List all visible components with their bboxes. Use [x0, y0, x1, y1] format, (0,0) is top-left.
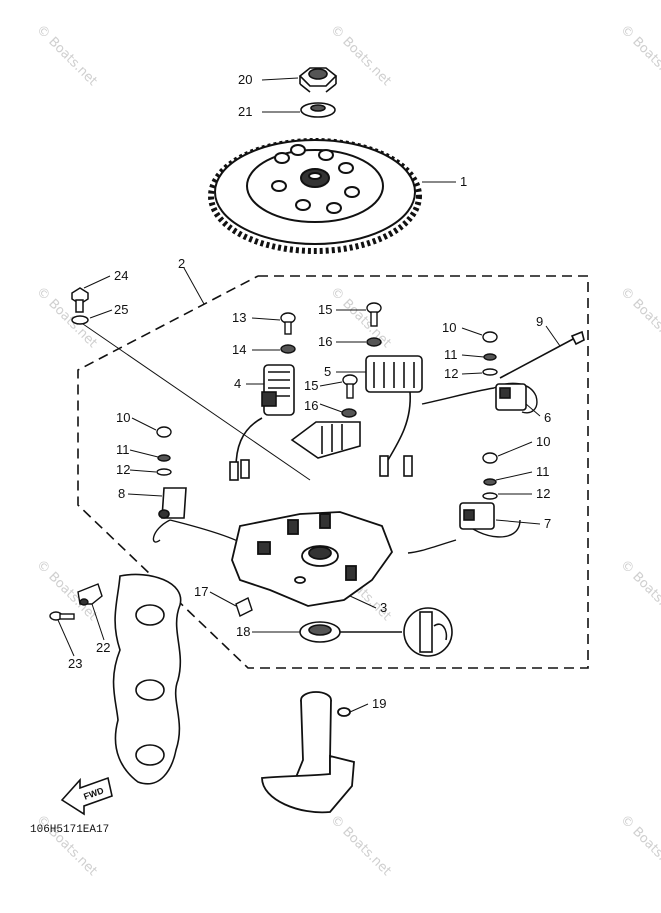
callout-19[interactable]: 19 — [372, 696, 386, 711]
watermark: © Boats.net — [327, 22, 394, 89]
charge-coil[interactable] — [229, 364, 295, 481]
stator-assembly-outline — [77, 275, 589, 669]
callout-leaders — [57, 77, 561, 713]
screw[interactable] — [482, 452, 498, 464]
washer[interactable] — [300, 102, 336, 118]
washer[interactable] — [482, 368, 498, 376]
callout-3[interactable]: 3 — [380, 600, 387, 615]
callout-5[interactable]: 5 — [324, 364, 331, 379]
screw[interactable] — [482, 331, 498, 343]
callout-18[interactable]: 18 — [236, 624, 250, 639]
screw[interactable] — [49, 611, 75, 621]
callout-20[interactable]: 20 — [238, 72, 252, 87]
spring-washer[interactable] — [157, 454, 171, 462]
callout-11[interactable]: 11 — [536, 464, 550, 479]
spring-washer[interactable] — [341, 408, 357, 418]
high-tension-cord[interactable] — [499, 330, 585, 379]
callout-10[interactable]: 10 — [116, 410, 130, 425]
bolt[interactable] — [71, 287, 89, 313]
callout-13[interactable]: 13 — [232, 310, 246, 325]
callout-11[interactable]: 11 — [444, 347, 458, 362]
callout-6[interactable]: 6 — [544, 410, 551, 425]
callout-8[interactable]: 8 — [118, 486, 125, 501]
flywheel[interactable] — [208, 138, 422, 254]
callout-16[interactable]: 16 — [318, 334, 332, 349]
screw[interactable] — [156, 426, 172, 438]
pulser-coil[interactable] — [290, 355, 423, 477]
watermark: © Boats.net — [327, 812, 394, 879]
callout-7[interactable]: 7 — [544, 516, 551, 531]
watermark: © Boats.net — [617, 557, 661, 624]
washer[interactable] — [71, 315, 89, 325]
callout-23[interactable]: 23 — [68, 656, 82, 671]
callout-21[interactable]: 21 — [238, 104, 252, 119]
fwd-arrow: FWD — [60, 776, 113, 816]
spring-washer[interactable] — [280, 344, 296, 354]
crankshaft[interactable] — [261, 691, 355, 814]
callouts: 20 21 1 24 2 25 13 15 9 10 14 16 11 5 12… — [68, 72, 551, 711]
callout-9[interactable]: 9 — [536, 314, 543, 329]
callout-2[interactable]: 2 — [178, 256, 185, 271]
callout-10[interactable]: 10 — [536, 434, 550, 449]
watermark: © Boats.net — [33, 812, 100, 879]
callout-17[interactable]: 17 — [194, 584, 208, 599]
screw[interactable] — [366, 302, 382, 327]
watermark: © Boats.net — [617, 812, 661, 879]
callout-22[interactable]: 22 — [96, 640, 110, 655]
callout-24[interactable]: 24 — [114, 268, 128, 283]
callout-4[interactable]: 4 — [234, 376, 241, 391]
crankcase-cover — [112, 573, 182, 785]
callout-15[interactable]: 15 — [318, 302, 332, 317]
callout-12[interactable]: 12 — [116, 462, 130, 477]
grommet[interactable] — [299, 621, 341, 643]
spring-washer[interactable] — [366, 337, 382, 347]
callout-12[interactable]: 12 — [536, 486, 550, 501]
screw[interactable] — [342, 374, 358, 399]
screw[interactable] — [280, 312, 296, 335]
stator-base-plate[interactable] — [231, 511, 394, 607]
clamp[interactable] — [235, 597, 253, 617]
leader-line — [82, 323, 311, 481]
watermark: © Boats.net — [33, 22, 100, 89]
ignition-coil-left[interactable] — [158, 487, 187, 519]
washer[interactable] — [156, 468, 172, 476]
callout-1[interactable]: 1 — [460, 174, 467, 189]
callout-12[interactable]: 12 — [444, 366, 458, 381]
flywheel-nut[interactable] — [298, 67, 338, 93]
callout-25[interactable]: 25 — [114, 302, 128, 317]
ignition-coil-right[interactable] — [459, 502, 495, 530]
callout-11[interactable]: 11 — [116, 442, 130, 457]
callout-10[interactable]: 10 — [442, 320, 456, 335]
washer[interactable] — [482, 492, 498, 500]
bracket[interactable] — [77, 583, 103, 606]
drawing-code: 106H5171EA17 — [30, 824, 109, 836]
watermark: © Boats.net — [617, 284, 661, 351]
cdi-unit[interactable] — [495, 383, 527, 411]
callout-16[interactable]: 16 — [304, 398, 318, 413]
spring-washer[interactable] — [483, 353, 497, 361]
detail-magnifier — [340, 607, 453, 657]
spring-washer[interactable] — [483, 478, 497, 486]
callout-14[interactable]: 14 — [232, 342, 246, 357]
watermark: © Boats.net — [327, 284, 394, 351]
watermark: © Boats.net — [617, 22, 661, 89]
callout-15[interactable]: 15 — [304, 378, 318, 393]
